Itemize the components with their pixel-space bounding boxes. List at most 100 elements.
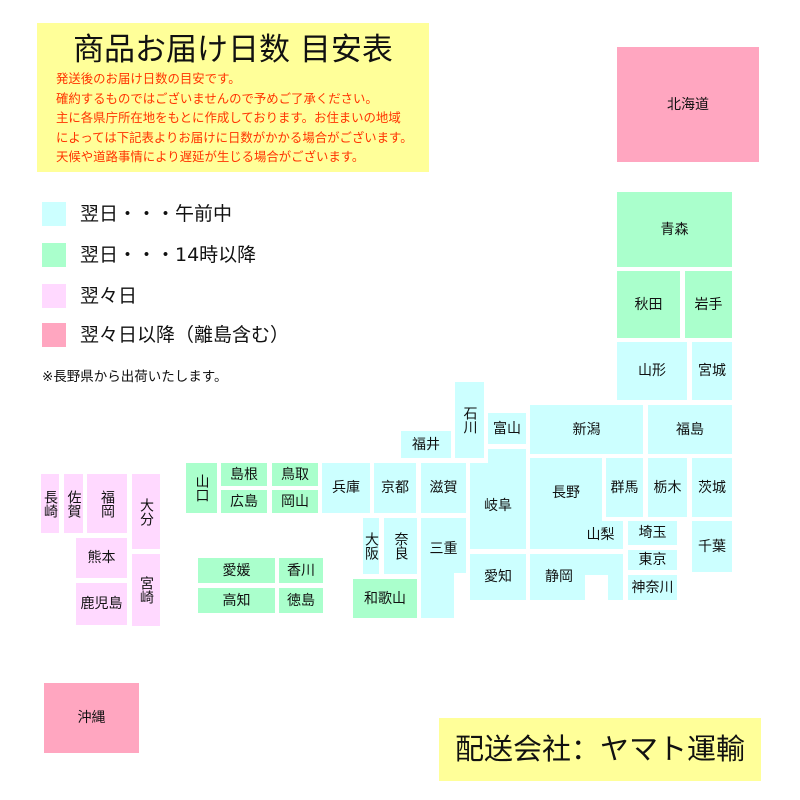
pref-label: 愛知 xyxy=(484,569,512,585)
pref-label: 神奈川 xyxy=(631,579,674,596)
pref-label: 山梨 xyxy=(586,527,615,543)
pref-kochi: 高知 xyxy=(198,588,275,613)
pref-saga: 佐賀 xyxy=(64,474,83,533)
pref-label: 奈良 xyxy=(392,532,409,560)
note-line: 主に各県庁所在地をもとに作成しております。お住まいの地域 xyxy=(56,110,401,125)
pref-fukuoka: 福岡 xyxy=(87,474,127,533)
pref-label: 佐賀 xyxy=(65,489,82,518)
pref-shiga: 滋賀 xyxy=(421,463,466,513)
pref-label: 富山 xyxy=(493,420,521,437)
pref-akita: 秋田 xyxy=(617,271,680,338)
pref-label: 北海道 xyxy=(667,96,709,113)
legend-label-next-day-afternoon: 翌日・・・14時以降 xyxy=(80,244,257,266)
pref-label: 島根 xyxy=(230,466,258,483)
carrier-label: 配送会社：ヤマト運輸 xyxy=(454,732,745,766)
pref-label: 群馬 xyxy=(610,479,639,496)
pref-label: 高知 xyxy=(222,592,251,609)
pref-miyagi: 宮城 xyxy=(692,342,732,400)
note-line: 発送後のお届け日数の目安です。 xyxy=(56,71,241,86)
carrier-box: 配送会社：ヤマト運輸 xyxy=(439,718,761,781)
pref-tokyo: 東京 xyxy=(628,550,677,570)
note-line: によっては下記表よりお届けに日数がかかる場合がございます。 xyxy=(56,129,413,145)
pref-label: 大分 xyxy=(138,497,154,526)
pref-kagoshima: 鹿児島 xyxy=(76,583,127,625)
pref-kagawa: 香川 xyxy=(279,558,323,583)
pref-tokushima: 徳島 xyxy=(279,588,323,613)
pref-label: 茨城 xyxy=(698,479,726,496)
pref-label: 東京 xyxy=(638,552,667,568)
pref-okinawa: 沖縄 xyxy=(44,683,139,753)
pref-label: 長野 xyxy=(552,484,580,501)
pref-ehime: 愛媛 xyxy=(198,558,275,583)
pref-niigata: 新潟 xyxy=(530,405,643,454)
shipping-origin-note: ※長野県から出荷いたします。 xyxy=(42,369,228,385)
pref-label: 徳島 xyxy=(287,592,315,609)
pref-label: 青森 xyxy=(660,221,689,238)
pref-label: 千葉 xyxy=(698,538,726,555)
page-title: 商品お届け日数 目安表 xyxy=(73,32,393,68)
pref-aichi: 愛知 xyxy=(470,554,526,600)
pref-label: 香川 xyxy=(287,562,315,579)
pref-label: 沖縄 xyxy=(77,710,106,726)
pref-shimane: 島根 xyxy=(221,463,267,486)
pref-yamanashi: 山梨 xyxy=(578,521,623,549)
pref-hyogo: 兵庫 xyxy=(322,463,370,513)
pref-oita: 大分 xyxy=(132,474,160,549)
pref-label: 岡山 xyxy=(281,493,309,510)
pref-miyazaki: 宮崎 xyxy=(132,554,160,626)
pref-okayama: 岡山 xyxy=(272,490,318,513)
pref-shizuoka: 静岡 xyxy=(530,554,623,600)
pref-yamaguchi: 山口 xyxy=(186,463,217,513)
pref-label: 長崎 xyxy=(42,489,58,518)
pref-yamagata: 山形 xyxy=(617,342,687,400)
pref-label: 福島 xyxy=(676,421,704,438)
pref-label: 福岡 xyxy=(99,489,115,518)
pref-label: 鹿児島 xyxy=(80,596,123,612)
pref-mie: 三重 xyxy=(421,518,466,618)
pref-label: 静岡 xyxy=(545,569,573,585)
legend-label-day-after-next: 翌々日 xyxy=(80,285,138,307)
pref-label: 山口 xyxy=(193,474,210,502)
legend-swatch-day-after-next xyxy=(42,284,66,308)
pref-label: 岩手 xyxy=(694,296,723,313)
pref-label: 新潟 xyxy=(572,421,601,438)
pref-hiroshima: 広島 xyxy=(221,490,267,513)
pref-wakayama: 和歌山 xyxy=(353,579,417,618)
pref-kumamoto: 熊本 xyxy=(76,538,127,578)
pref-ishikawa: 石川 xyxy=(455,382,484,458)
pref-ibaraki: 茨城 xyxy=(692,458,732,517)
pref-label: 大阪 xyxy=(363,532,379,560)
pref-gunma: 群馬 xyxy=(606,458,643,517)
pref-toyama: 富山 xyxy=(488,413,526,444)
pref-osaka: 大阪 xyxy=(363,518,379,574)
pref-label: 秋田 xyxy=(634,296,663,313)
pref-kanagawa: 神奈川 xyxy=(628,575,677,600)
pref-iwate: 岩手 xyxy=(685,271,732,338)
legend-swatch-next-day-afternoon xyxy=(42,243,66,267)
pref-saitama: 埼玉 xyxy=(628,521,677,545)
note-line: 確約するものではございませんので予めご了承ください。 xyxy=(56,90,378,106)
legend-label-next-day-morning: 翌日・・・午前中 xyxy=(80,203,233,225)
pref-label: 熊本 xyxy=(87,550,116,566)
pref-gifu: 岐阜 xyxy=(470,449,526,549)
pref-chiba: 千葉 xyxy=(692,521,732,572)
pref-label: 滋賀 xyxy=(429,480,458,496)
pref-tochigi: 栃木 xyxy=(648,458,687,517)
legend-swatch-later xyxy=(42,323,66,347)
pref-label: 山形 xyxy=(638,363,666,379)
pref-fukui: 福井 xyxy=(401,431,451,458)
pref-kyoto: 京都 xyxy=(374,463,416,513)
pref-label: 石川 xyxy=(461,406,478,434)
pref-label: 岐阜 xyxy=(484,498,512,514)
pref-label: 宮城 xyxy=(698,363,726,379)
legend-label-later: 翌々日以降（離島含む） xyxy=(80,324,290,346)
pref-label: 栃木 xyxy=(653,479,682,496)
pref-label: 兵庫 xyxy=(332,480,360,496)
legend-swatch-next-day-morning xyxy=(42,202,66,226)
delivery-notes: 発送後のお届け日数の目安です。 確約するものではございませんので予めご了承くださ… xyxy=(56,69,413,167)
pref-hokkaido: 北海道 xyxy=(617,47,759,162)
pref-label: 広島 xyxy=(230,493,258,510)
pref-fukushima: 福島 xyxy=(648,405,732,454)
pref-label: 鳥取 xyxy=(281,466,309,483)
pref-label: 京都 xyxy=(381,480,409,496)
